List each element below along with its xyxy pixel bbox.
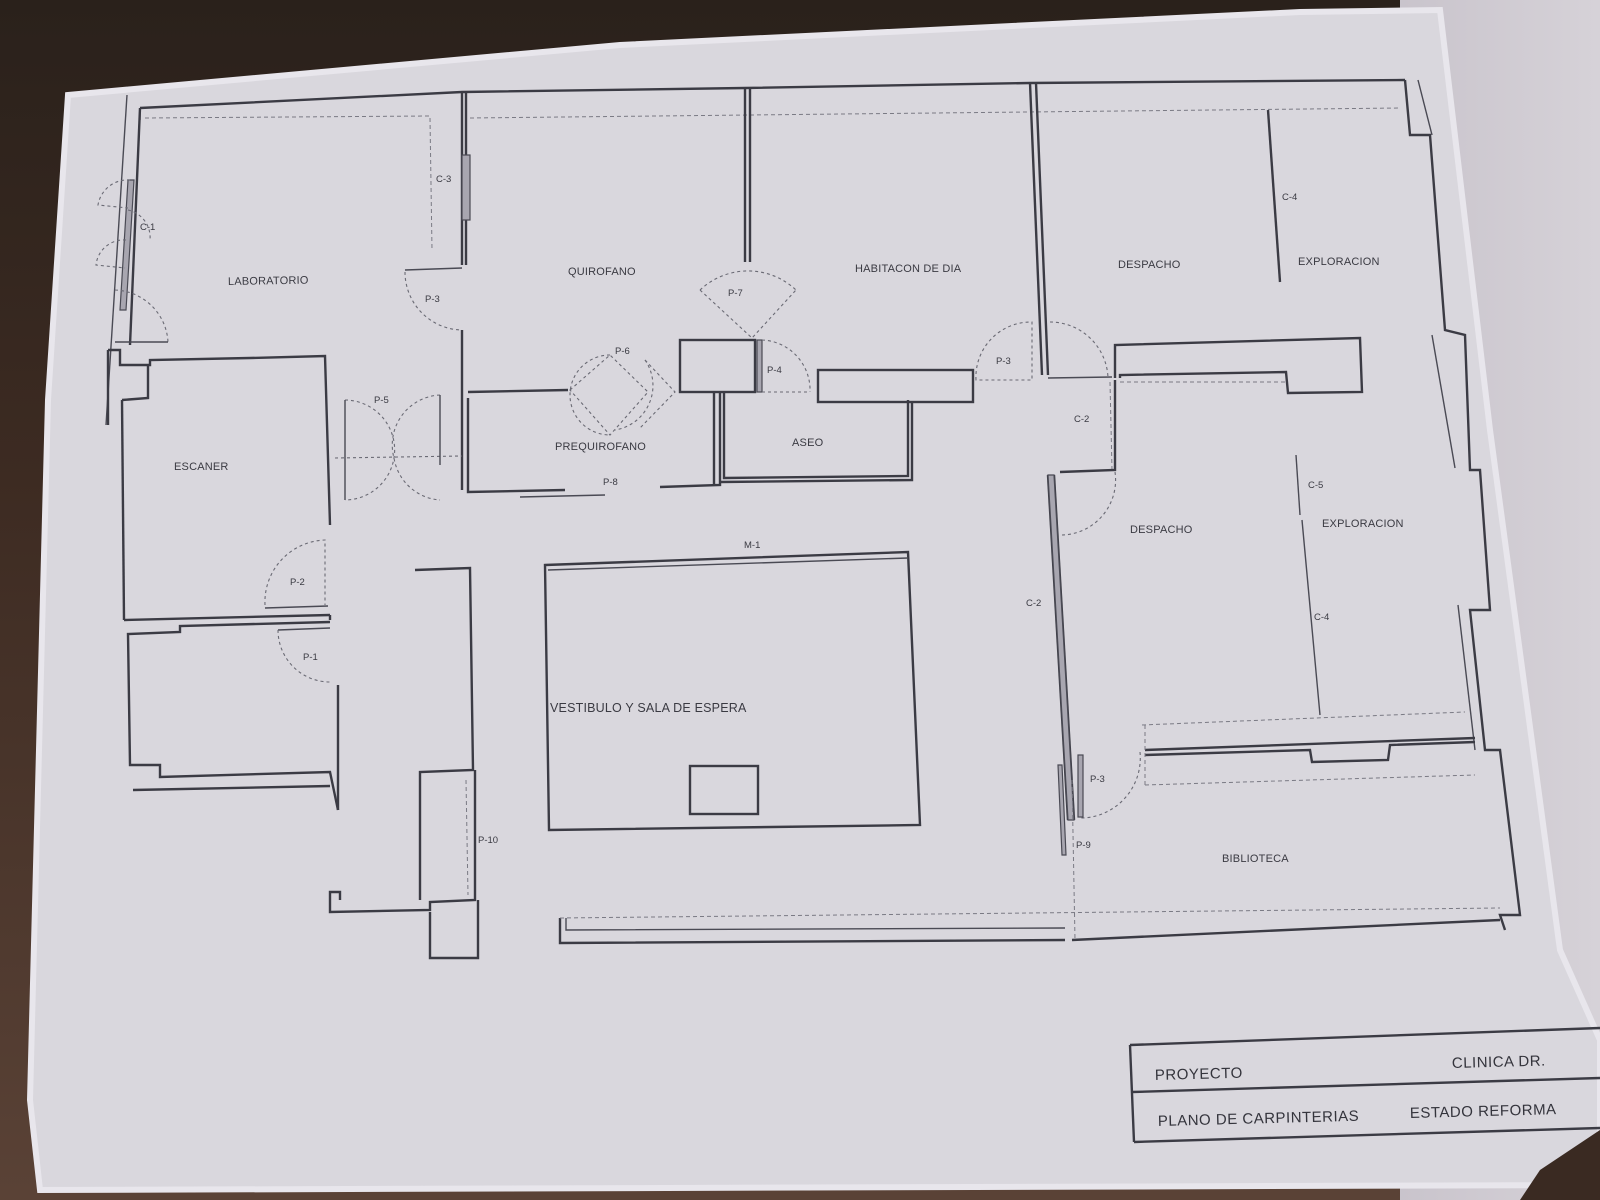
tag-p3-habitacion: P-3 bbox=[996, 356, 1011, 367]
tag-p8: P-8 bbox=[603, 477, 618, 488]
room-laboratorio: LABORATORIO bbox=[228, 275, 309, 288]
table-shadow-corner bbox=[1520, 1130, 1600, 1200]
tag-p3-biblioteca: P-3 bbox=[1090, 774, 1105, 785]
tag-c4-top: C-4 bbox=[1282, 192, 1297, 203]
room-vestibulo: VESTIBULO Y SALA DE ESPERA bbox=[550, 701, 747, 715]
room-habitacion-de-dia: HABITACON DE DIA bbox=[855, 263, 962, 275]
tag-p3-lab: P-3 bbox=[425, 294, 440, 305]
room-labels: LABORATORIO QUIROFANO HABITACON DE DIA D… bbox=[174, 256, 1404, 865]
title-block-project-label: PROYECTO bbox=[1155, 1065, 1243, 1084]
room-exploracion-1: EXPLORACION bbox=[1298, 256, 1380, 268]
paper bbox=[26, 6, 1600, 1194]
title-block-project-value: CLINICA DR. bbox=[1452, 1053, 1546, 1072]
interior-walls bbox=[106, 82, 1501, 960]
tag-p10: P-10 bbox=[478, 835, 498, 846]
tag-c5: C-5 bbox=[1308, 480, 1323, 491]
tag-p5: P-5 bbox=[374, 395, 389, 406]
door-swings bbox=[95, 179, 1141, 819]
room-aseo: ASEO bbox=[792, 437, 824, 449]
title-block: PROYECTO CLINICA DR. PLANO DE CARPINTERI… bbox=[1128, 1026, 1600, 1144]
tag-p1: P-1 bbox=[303, 652, 318, 663]
tag-p2: P-2 bbox=[290, 577, 305, 588]
tag-p9: P-9 bbox=[1076, 840, 1091, 851]
room-escaner: ESCANER bbox=[174, 461, 229, 473]
carpentry-tags: C-1 C-3 P-3 P-7 P-4 P-6 P-8 P-3 C-4 C-2 … bbox=[140, 174, 1329, 851]
tag-p6: P-6 bbox=[615, 346, 630, 357]
room-biblioteca: BIBLIOTECA bbox=[1222, 853, 1289, 865]
room-quirofano: QUIROFANO bbox=[568, 266, 636, 278]
tag-c2-top: C-2 bbox=[1074, 414, 1089, 425]
tag-c4-mid: C-4 bbox=[1314, 612, 1329, 623]
room-despacho-1: DESPACHO bbox=[1118, 259, 1181, 271]
tag-c1: C-1 bbox=[140, 222, 155, 233]
tag-p4: P-4 bbox=[767, 365, 782, 376]
title-block-sheet-value: ESTADO REFORMA bbox=[1410, 1101, 1557, 1122]
room-prequirofano: PREQUIROFANO bbox=[555, 441, 646, 453]
tag-p7: P-7 bbox=[728, 288, 743, 299]
tag-m1: M-1 bbox=[744, 540, 760, 551]
tag-c3: C-3 bbox=[436, 174, 451, 185]
title-block-sheet-label: PLANO DE CARPINTERIAS bbox=[1158, 1108, 1360, 1130]
room-despacho-2: DESPACHO bbox=[1130, 524, 1193, 536]
room-exploracion-2: EXPLORACION bbox=[1322, 518, 1404, 530]
tag-c2-mid: C-2 bbox=[1026, 598, 1041, 609]
